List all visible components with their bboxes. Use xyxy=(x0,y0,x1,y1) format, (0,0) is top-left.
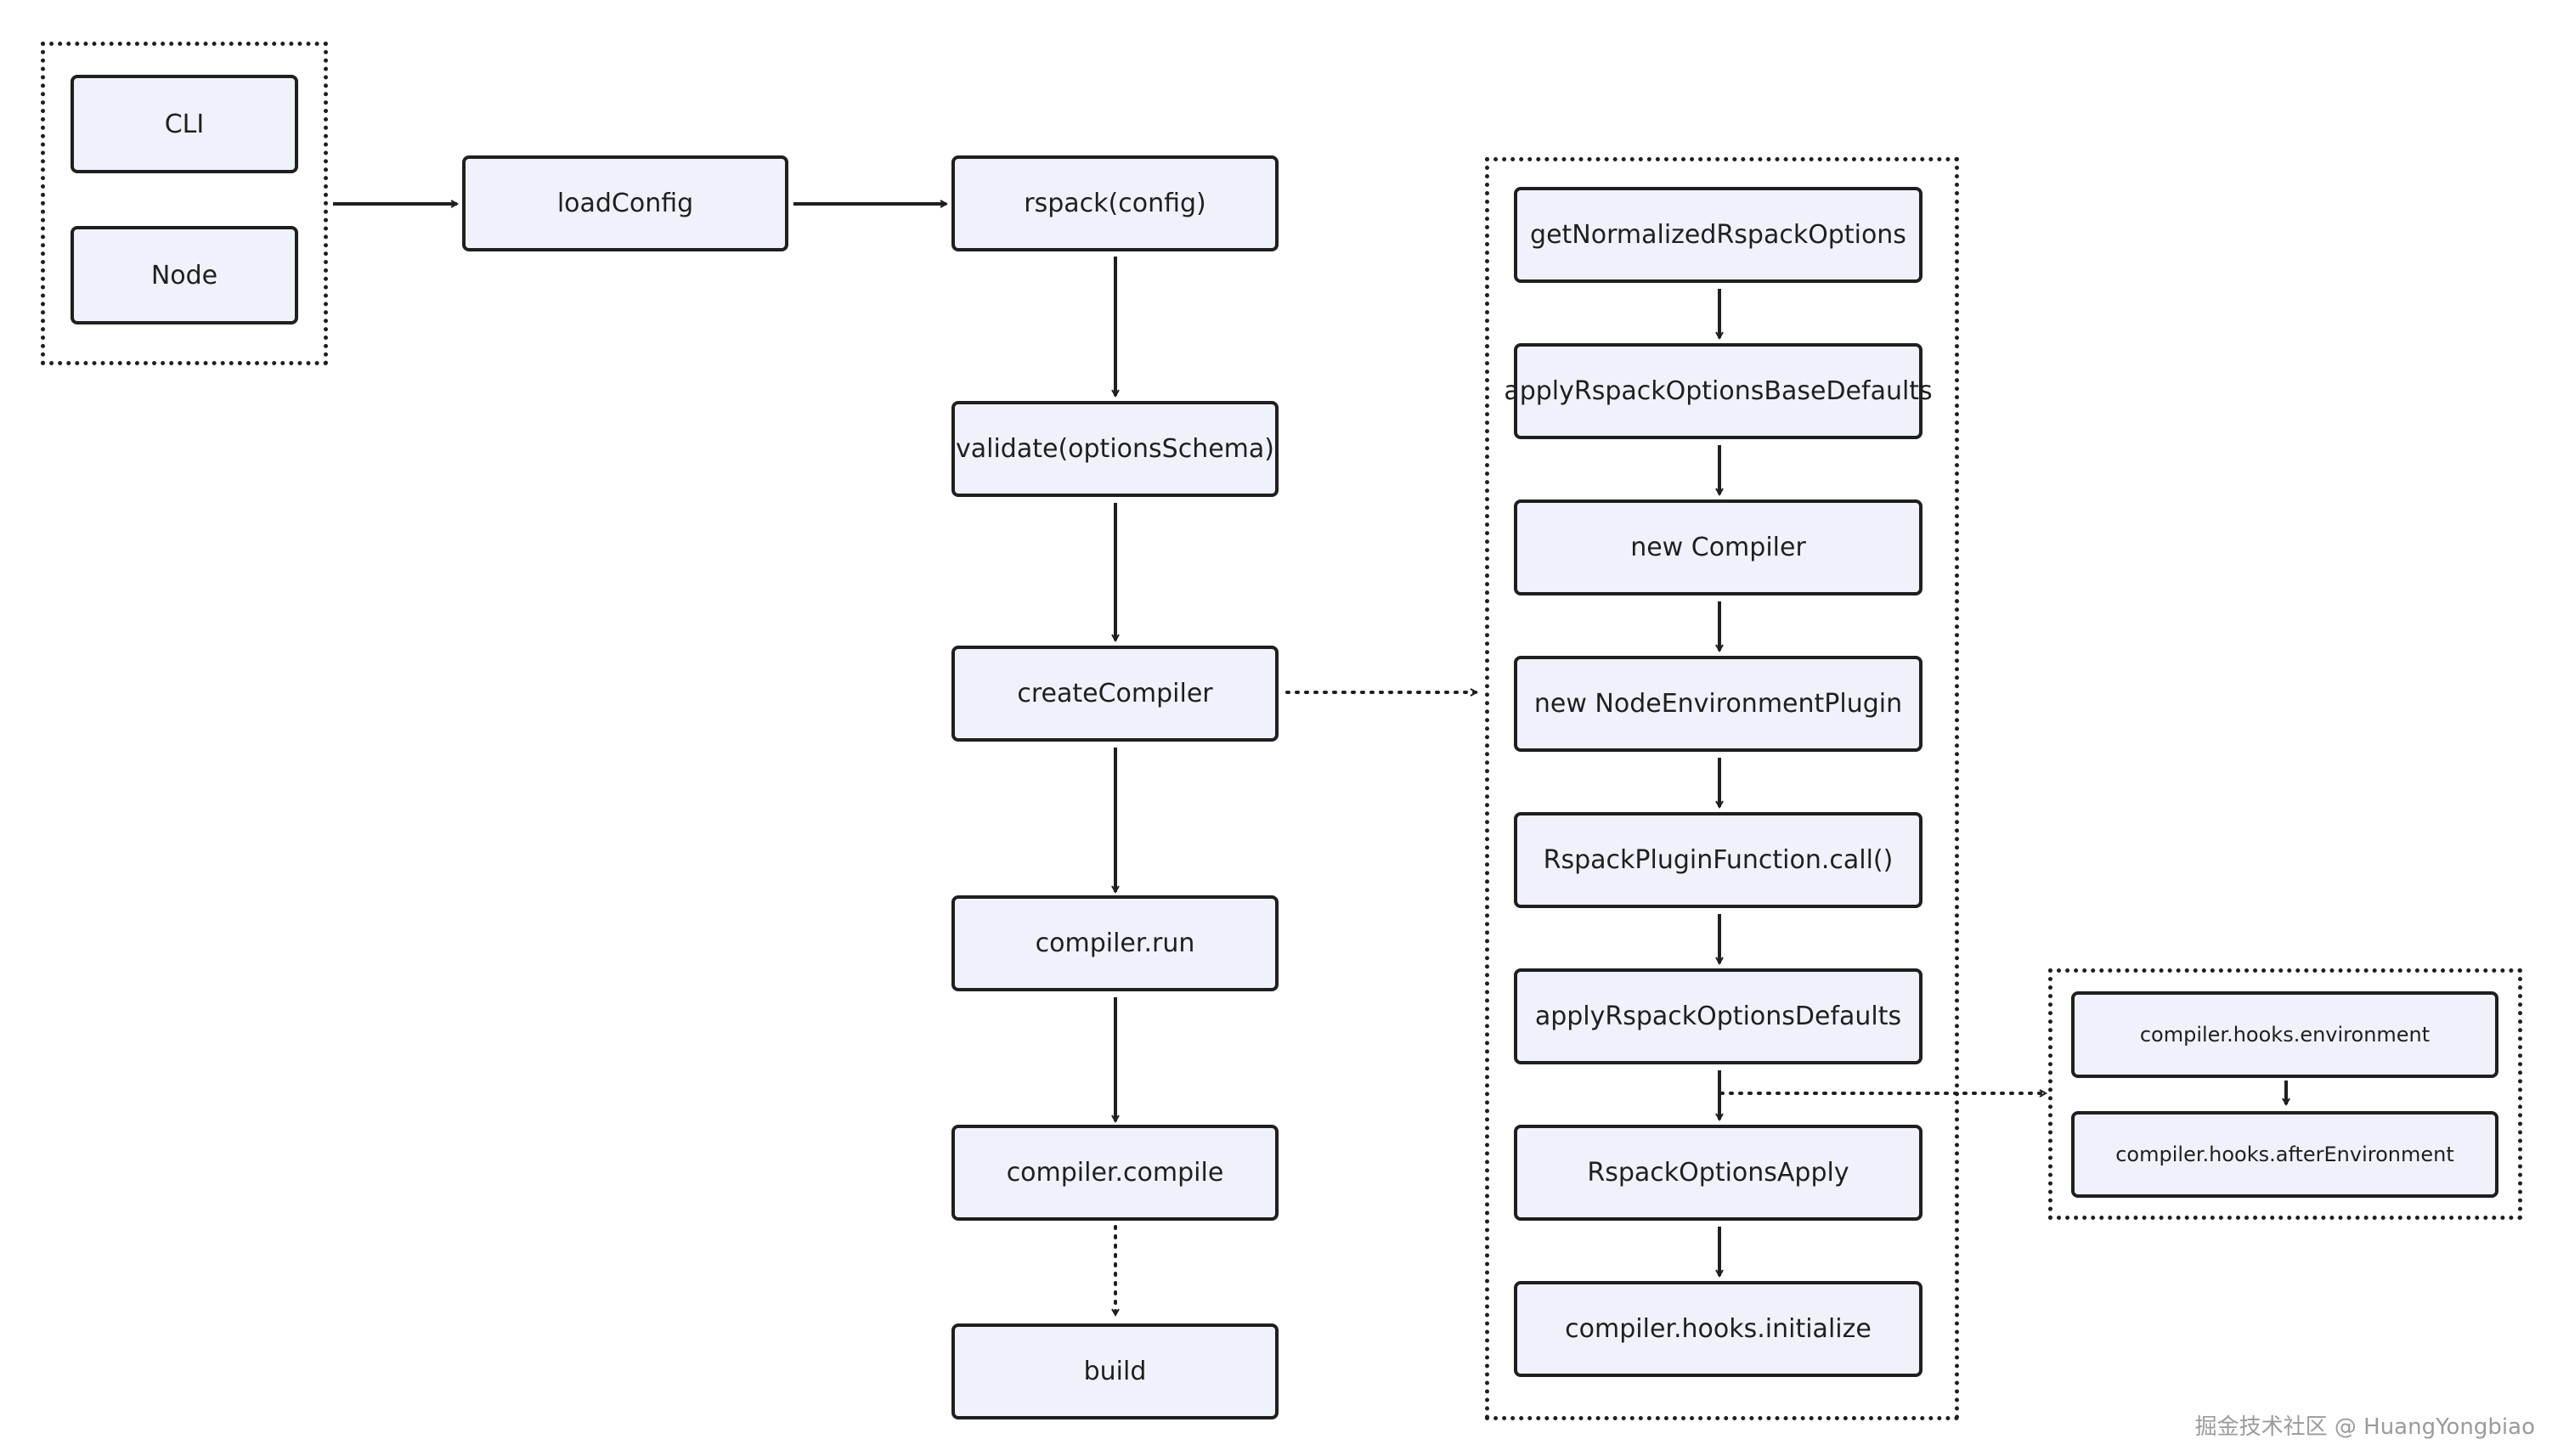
validate-options-schema-node[interactable]: validate(optionsSchema) xyxy=(951,401,1279,497)
compiler-hooks-environment-node[interactable]: compiler.hooks.environment xyxy=(2071,991,2498,1078)
rspack-plugin-function-call-node[interactable]: RspackPluginFunction.call() xyxy=(1514,812,1922,908)
create-compiler-node[interactable]: createCompiler xyxy=(951,646,1279,742)
apply-rspack-options-defaults-node[interactable]: applyRspackOptionsDefaults xyxy=(1514,968,1922,1064)
compiler-compile-node[interactable]: compiler.compile xyxy=(951,1125,1279,1221)
compiler-run-node[interactable]: compiler.run xyxy=(951,895,1279,991)
environment-hooks-group xyxy=(2048,968,2522,1220)
build-node[interactable]: build xyxy=(951,1323,1279,1419)
apply-rspack-options-base-defaults-node[interactable]: applyRspackOptionsBaseDefaults xyxy=(1504,343,1933,439)
load-config-node[interactable]: loadConfig xyxy=(462,155,788,251)
get-normalized-rspack-options-node[interactable]: getNormalizedRspackOptions xyxy=(1514,187,1922,283)
rspack-options-apply-node[interactable]: RspackOptionsApply xyxy=(1514,1125,1922,1221)
compiler-hooks-after-environment-node[interactable]: compiler.hooks.afterEnvironment xyxy=(2071,1111,2498,1198)
node-node[interactable]: Node xyxy=(71,226,298,324)
entry-group xyxy=(41,42,328,365)
rspack-config-node[interactable]: rspack(config) xyxy=(951,155,1279,251)
watermark-text: 掘金技术社区 @ HuangYongbiao xyxy=(2194,1414,2535,1440)
compiler-hooks-initialize-node[interactable]: compiler.hooks.initialize xyxy=(1514,1281,1922,1377)
new-node-environment-plugin-node[interactable]: new NodeEnvironmentPlugin xyxy=(1514,656,1922,752)
new-compiler-node[interactable]: new Compiler xyxy=(1514,499,1922,595)
cli-node[interactable]: CLI xyxy=(71,75,298,173)
create-compiler-internals-group xyxy=(1485,157,1959,1420)
